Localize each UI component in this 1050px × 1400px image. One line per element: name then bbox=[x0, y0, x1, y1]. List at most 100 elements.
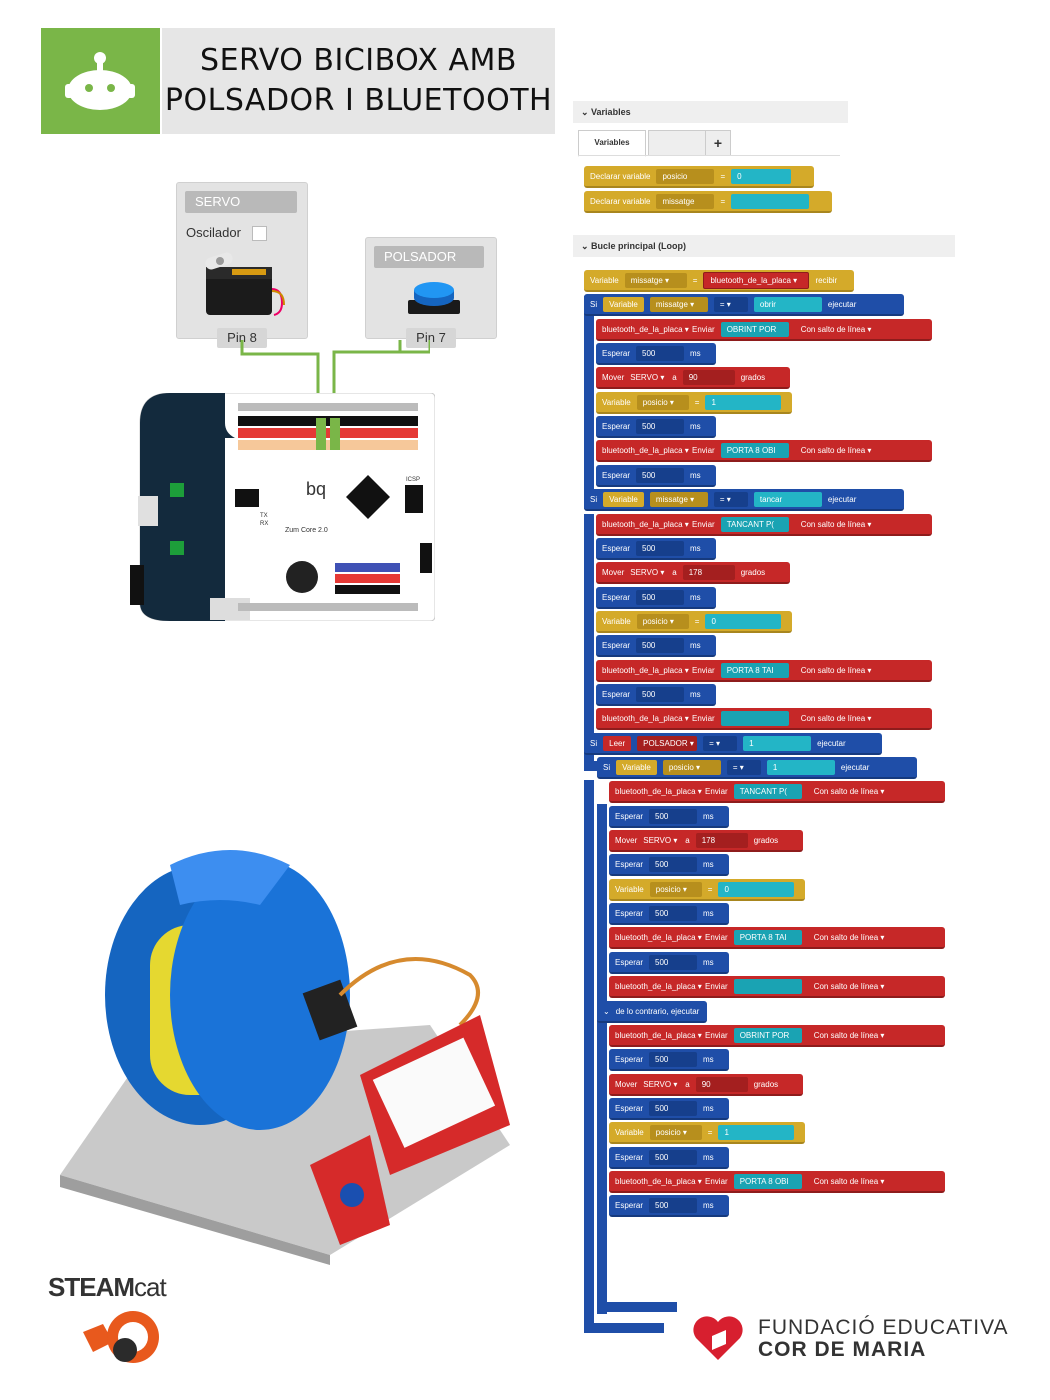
variable-keyword[interactable]: Variable bbox=[616, 759, 657, 775]
compare-value[interactable]: 1 bbox=[766, 759, 835, 775]
message-text-slot[interactable]: PORTA 8 TAI bbox=[720, 662, 789, 678]
newline-mode-dropdown[interactable]: Con salto de línea bbox=[808, 784, 900, 799]
wait-value[interactable]: 500 bbox=[649, 1051, 698, 1067]
else-block[interactable]: ⌄de lo contrario, ejecutar bbox=[597, 1001, 707, 1023]
servo-move-block[interactable]: MoverSERVOa90grados bbox=[596, 367, 790, 389]
message-text-slot[interactable] bbox=[733, 978, 802, 994]
angle-value[interactable]: 90 bbox=[695, 1076, 748, 1092]
operator-dropdown[interactable]: = bbox=[703, 735, 738, 751]
message-text-slot[interactable]: OBRINT POR bbox=[720, 321, 789, 337]
number-value[interactable]: 0 bbox=[705, 613, 782, 629]
wait-value[interactable]: 500 bbox=[649, 1197, 698, 1213]
bluetooth-send-block[interactable]: bluetooth_de_la_placaEnviarCon salto de … bbox=[596, 708, 932, 730]
button-dropdown[interactable]: POLSADOR bbox=[637, 735, 698, 751]
message-text-slot[interactable]: TANCANT P( bbox=[720, 516, 789, 532]
newline-mode-dropdown[interactable]: Con salto de línea bbox=[795, 663, 887, 678]
newline-mode-dropdown[interactable]: Con salto de línea bbox=[795, 711, 887, 726]
var-value-slot[interactable] bbox=[731, 193, 810, 209]
operator-dropdown[interactable]: = bbox=[713, 491, 748, 507]
servo-card[interactable]: SERVO Oscilador Pin 8 bbox=[176, 182, 308, 348]
message-text-slot[interactable]: PORTA 8 OBI bbox=[733, 1173, 802, 1189]
angle-value[interactable]: 90 bbox=[682, 369, 735, 385]
angle-value[interactable]: 178 bbox=[682, 564, 735, 580]
device-dropdown[interactable]: bluetooth_de_la_placa bbox=[602, 443, 686, 458]
servo-dropdown[interactable]: SERVO bbox=[643, 833, 679, 848]
compare-value[interactable]: tancar bbox=[753, 491, 822, 507]
number-value[interactable]: 1 bbox=[705, 394, 782, 410]
angle-value[interactable]: 178 bbox=[695, 832, 748, 848]
message-text-slot[interactable]: PORTA 8 TAI bbox=[733, 929, 802, 945]
bluetooth-send-block[interactable]: bluetooth_de_la_placaEnviarPORTA 8 OBICo… bbox=[609, 1171, 945, 1193]
var-name-slot[interactable]: missatge bbox=[656, 193, 715, 209]
servo-dropdown[interactable]: SERVO bbox=[630, 565, 666, 580]
message-text-slot[interactable] bbox=[720, 710, 789, 726]
servo-dropdown[interactable]: SERVO bbox=[630, 370, 666, 385]
newline-mode-dropdown[interactable]: Con salto de línea bbox=[795, 443, 887, 458]
wait-value[interactable]: 500 bbox=[649, 905, 698, 921]
device-dropdown[interactable]: bluetooth_de_la_placa bbox=[602, 663, 686, 678]
variable-assign-block[interactable]: Variablemissatge=bluetooth_de_la_placare… bbox=[584, 270, 854, 292]
wait-value[interactable]: 500 bbox=[649, 1149, 698, 1165]
newline-mode-dropdown[interactable]: Con salto de línea bbox=[795, 322, 887, 337]
device-dropdown[interactable]: bluetooth_de_la_placa bbox=[602, 517, 686, 532]
wait-value[interactable]: 500 bbox=[636, 589, 685, 605]
chevron-down-icon[interactable]: ⌄ bbox=[603, 1006, 610, 1016]
variable-name-dropdown[interactable]: missatge bbox=[624, 272, 687, 288]
device-dropdown[interactable]: bluetooth_de_la_placa bbox=[615, 1174, 699, 1189]
var-name-slot[interactable]: posicio bbox=[656, 168, 715, 184]
bluetooth-send-block[interactable]: bluetooth_de_la_placaEnviarCon salto de … bbox=[609, 976, 945, 998]
add-tab-button[interactable]: + bbox=[705, 130, 731, 156]
declare-var-posicio[interactable]: Declarar variable posicio = 0 bbox=[584, 166, 814, 188]
device-dropdown[interactable]: bluetooth_de_la_placa bbox=[602, 711, 686, 726]
variable-name-dropdown[interactable]: posicio bbox=[649, 1124, 702, 1140]
device-dropdown[interactable]: bluetooth_de_la_placa bbox=[602, 322, 686, 337]
variable-keyword[interactable]: Variable bbox=[603, 296, 644, 312]
device-dropdown[interactable]: bluetooth_de_la_placa bbox=[615, 979, 699, 994]
loop-section-header[interactable]: ⌄ Bucle principal (Loop) bbox=[573, 235, 955, 257]
newline-mode-dropdown[interactable]: Con salto de línea bbox=[808, 1174, 900, 1189]
device-dropdown[interactable]: bluetooth_de_la_placa bbox=[615, 930, 699, 945]
wait-value[interactable]: 500 bbox=[636, 540, 685, 556]
compare-value[interactable]: obrir bbox=[753, 296, 822, 312]
bluetooth-send-block[interactable]: bluetooth_de_la_placaEnviarPORTA 8 OBICo… bbox=[596, 440, 932, 462]
variable-name-dropdown[interactable]: missatge bbox=[649, 296, 708, 312]
wait-value[interactable]: 500 bbox=[649, 954, 698, 970]
message-text-slot[interactable]: OBRINT POR bbox=[733, 1027, 802, 1043]
servo-move-block[interactable]: MoverSERVOa90grados bbox=[609, 1074, 803, 1096]
variable-name-dropdown[interactable]: posicio bbox=[649, 881, 702, 897]
button-card[interactable]: POLSADOR Pin 7 bbox=[365, 237, 497, 348]
number-value[interactable]: 1 bbox=[718, 1124, 795, 1140]
variable-name-dropdown[interactable]: posicio bbox=[662, 759, 721, 775]
wait-value[interactable]: 500 bbox=[636, 467, 685, 483]
variables-section-header[interactable]: ⌄ Variables bbox=[573, 101, 848, 123]
newline-mode-dropdown[interactable]: Con salto de línea bbox=[808, 1028, 900, 1043]
operator-dropdown[interactable]: = bbox=[713, 296, 748, 312]
device-dropdown[interactable]: bluetooth_de_la_placa bbox=[703, 271, 810, 289]
message-text-slot[interactable]: TANCANT P( bbox=[733, 783, 802, 799]
compare-value[interactable]: 1 bbox=[743, 735, 812, 751]
variable-name-dropdown[interactable]: posicio bbox=[636, 613, 689, 629]
wait-value[interactable]: 500 bbox=[636, 637, 685, 653]
bluetooth-send-block[interactable]: bluetooth_de_la_placaEnviarPORTA 8 TAICo… bbox=[596, 660, 932, 682]
oscillator-checkbox[interactable] bbox=[252, 226, 267, 241]
servo-dropdown[interactable]: SERVO bbox=[643, 1077, 679, 1092]
